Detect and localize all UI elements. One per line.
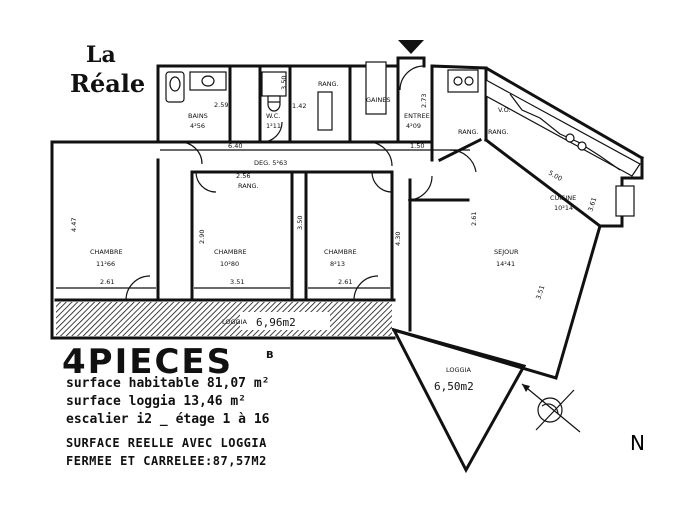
dim-2-61-b: 2.61 (338, 278, 352, 286)
dimension-labels: 2.59 1.42 6.40 1.50 2.73 3.50 2.56 4.47 … (56, 76, 598, 301)
apartment-type-title: 4PIECES (62, 342, 234, 382)
room-chambre-3-name: CHAMBRE (324, 248, 357, 256)
logo-line-1: La (86, 42, 116, 68)
dim-4-47: 4.47 (70, 218, 78, 232)
room-deg: DEG. 5²63 (254, 159, 287, 167)
surface-habitable: surface habitable 81,07 m² (66, 376, 270, 391)
room-chambre-3-area: 8²13 (330, 260, 345, 268)
loggia-2-area (391, 327, 527, 474)
logo-line-2: Réale (70, 69, 145, 98)
room-chambre-1-name: CHAMBRE (90, 248, 123, 256)
room-cuisine-name: CUISINE (550, 194, 576, 202)
escalier-etage: escalier i2 _ étage 1 à 16 (66, 412, 270, 427)
dim-2-59: 2.59 (214, 101, 228, 109)
room-sejour-area: 14²41 (496, 260, 515, 268)
room-loggia-2-area: 6,50m2 (434, 380, 474, 393)
bathroom-fixtures (165, 61, 387, 131)
room-entree-area: 4²09 (406, 122, 421, 130)
room-bains-area: 4²56 (190, 122, 205, 130)
dim-1-42: 1.42 (292, 102, 306, 110)
room-entree-name: ENTREE (404, 112, 430, 120)
dim-3-51-a: 3.51 (230, 278, 244, 286)
room-chambre-1-area: 11²66 (96, 260, 115, 268)
dim-2-56: 2.56 (236, 172, 250, 180)
dim-2-90: 2.90 (198, 230, 206, 244)
room-wc-area: 1²11 (266, 122, 281, 130)
apartment-type-superscript: B (266, 350, 274, 361)
dim-2-73: 2.73 (420, 94, 428, 108)
room-labels: BAINS 4²56 W.C. 1²11 RANG. GAINES ENTREE… (90, 80, 576, 393)
dim-3-50-chambre: 3.50 (296, 216, 304, 230)
loggia-1-area (56, 302, 392, 336)
room-rang-2: RANG. (458, 128, 479, 136)
room-rang-3: RANG. (488, 128, 509, 136)
room-vo: V.O. (498, 106, 511, 114)
room-bains-name: BAINS (188, 112, 208, 120)
dim-3-50-top: 3.50 (280, 76, 288, 90)
room-gaines: GAINES (366, 96, 391, 104)
dim-2-61-c: 2.61 (470, 212, 478, 226)
room-loggia-1-name: LOGGIA (222, 318, 247, 326)
dim-5-00: 5.00 (547, 169, 564, 183)
dim-1-50: 1.50 (410, 142, 424, 150)
dim-6-40: 6.40 (228, 142, 242, 150)
compass-icon (521, 383, 581, 433)
room-chambre-2-name: CHAMBRE (214, 248, 247, 256)
room-rang-1: RANG. (318, 80, 339, 88)
kitchen-fixtures (447, 69, 641, 217)
room-chambre-2-area: 10²80 (220, 260, 239, 268)
room-sejour-name: SEJOUR (494, 248, 519, 256)
dim-4-30: 4.30 (394, 232, 402, 246)
dim-3-61: 3.61 (586, 196, 598, 212)
surface-loggia: surface loggia 13,46 m² (66, 394, 247, 409)
north-label: N (630, 431, 645, 455)
dim-3-51-b: 3.51 (534, 284, 546, 300)
room-loggia-2-name: LOGGIA (446, 366, 471, 374)
surface-reelle-line-2: FERMEE ET CARRELEE:87,57M2 (66, 454, 267, 468)
room-wc-name: W.C. (266, 112, 280, 120)
surface-reelle-line-1: SURFACE REELLE AVEC LOGGIA (66, 436, 267, 450)
room-cuisine-area: 10²14 (554, 204, 573, 212)
entry-arrow-icon (398, 40, 424, 54)
la-reale-logo: La Réale (70, 42, 145, 98)
room-rang-4: RANG. (238, 182, 259, 190)
room-loggia-1-area: 6,96m2 (256, 316, 296, 329)
dim-2-61-a: 2.61 (100, 278, 114, 286)
